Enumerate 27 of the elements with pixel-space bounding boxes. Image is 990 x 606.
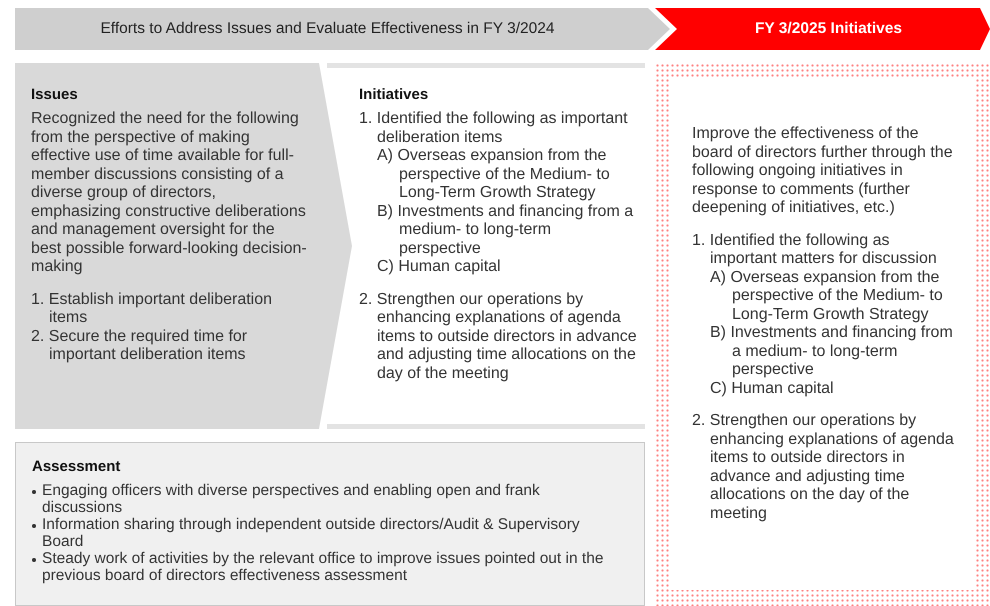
bullet-item: Information sharing through independent outside directors/Audit & Supervisory Board <box>42 516 581 550</box>
section-heading: Assessment <box>32 457 122 476</box>
numbered-item: 1. Identified the following as important deliberation items <box>359 110 629 147</box>
sub-item: B) Investments and financing from a medium- to long-term perspective <box>709 324 954 380</box>
sub-item: A) Overseas expansion from the perspective of the Medium- to Long-Term Growth Strategy <box>709 268 944 324</box>
sub-item: C) Human capital <box>709 380 835 398</box>
numbered-item: 1. Establish important deliberation items <box>31 290 274 328</box>
dotted-panel <box>655 63 990 606</box>
issues-panel <box>15 63 352 429</box>
section-heading: Initiatives <box>359 85 430 104</box>
numbered-item: 2. Strengthen our operations by enhancing explanations of agenda items to outside directors in advance and adjusting time allocations on the day of the meeting <box>692 412 955 523</box>
assessment-panel <box>15 442 645 606</box>
header-banner <box>15 8 670 50</box>
header-title: FY 3/2025 Initiatives <box>754 19 902 40</box>
paragraph: Improve the effectiveness of the board of directors further through the following ongoing initiatives in response to comments (further deepening of initiatives, etc.) <box>692 125 954 218</box>
bullet-item: Steady work of activities by the relevant office to improve issues pointed out in the previous board of directors effectiveness assessment <box>42 550 604 584</box>
bullet-item: Engaging officers with diverse perspectives and enabling open and frank discussions <box>42 482 541 516</box>
sub-item: B) Investments and financing from a medium- to long-term perspective <box>376 202 634 258</box>
numbered-item: 2. Strengthen our operations by enhancing explanations of agenda items to outside directors in advance and adjusting time allocations on the day of the meeting <box>359 290 637 383</box>
paragraph: Recognized the need for the following from the perspective of making effective use of time available for full-member discussions consisting of a diverse group of directors, emphasizing constructive deliberations and management oversight for the best possible forward-looking decision-making <box>31 110 308 276</box>
numbered-item: 2. Secure the required time for important deliberation items <box>31 328 248 364</box>
sub-item: A) Overseas expansion from the perspective of the Medium- to Long-Term Growth Strategy <box>376 147 611 202</box>
section-heading: Issues <box>31 85 79 104</box>
numbered-item: 1. Identified the following as important matters for discussion <box>692 232 938 268</box>
sub-item: C) Human capital <box>376 258 502 276</box>
header-banner <box>655 8 990 50</box>
header-title: Efforts to Address Issues and Evaluate Effectiveness in FY 3/2024 <box>100 19 555 40</box>
